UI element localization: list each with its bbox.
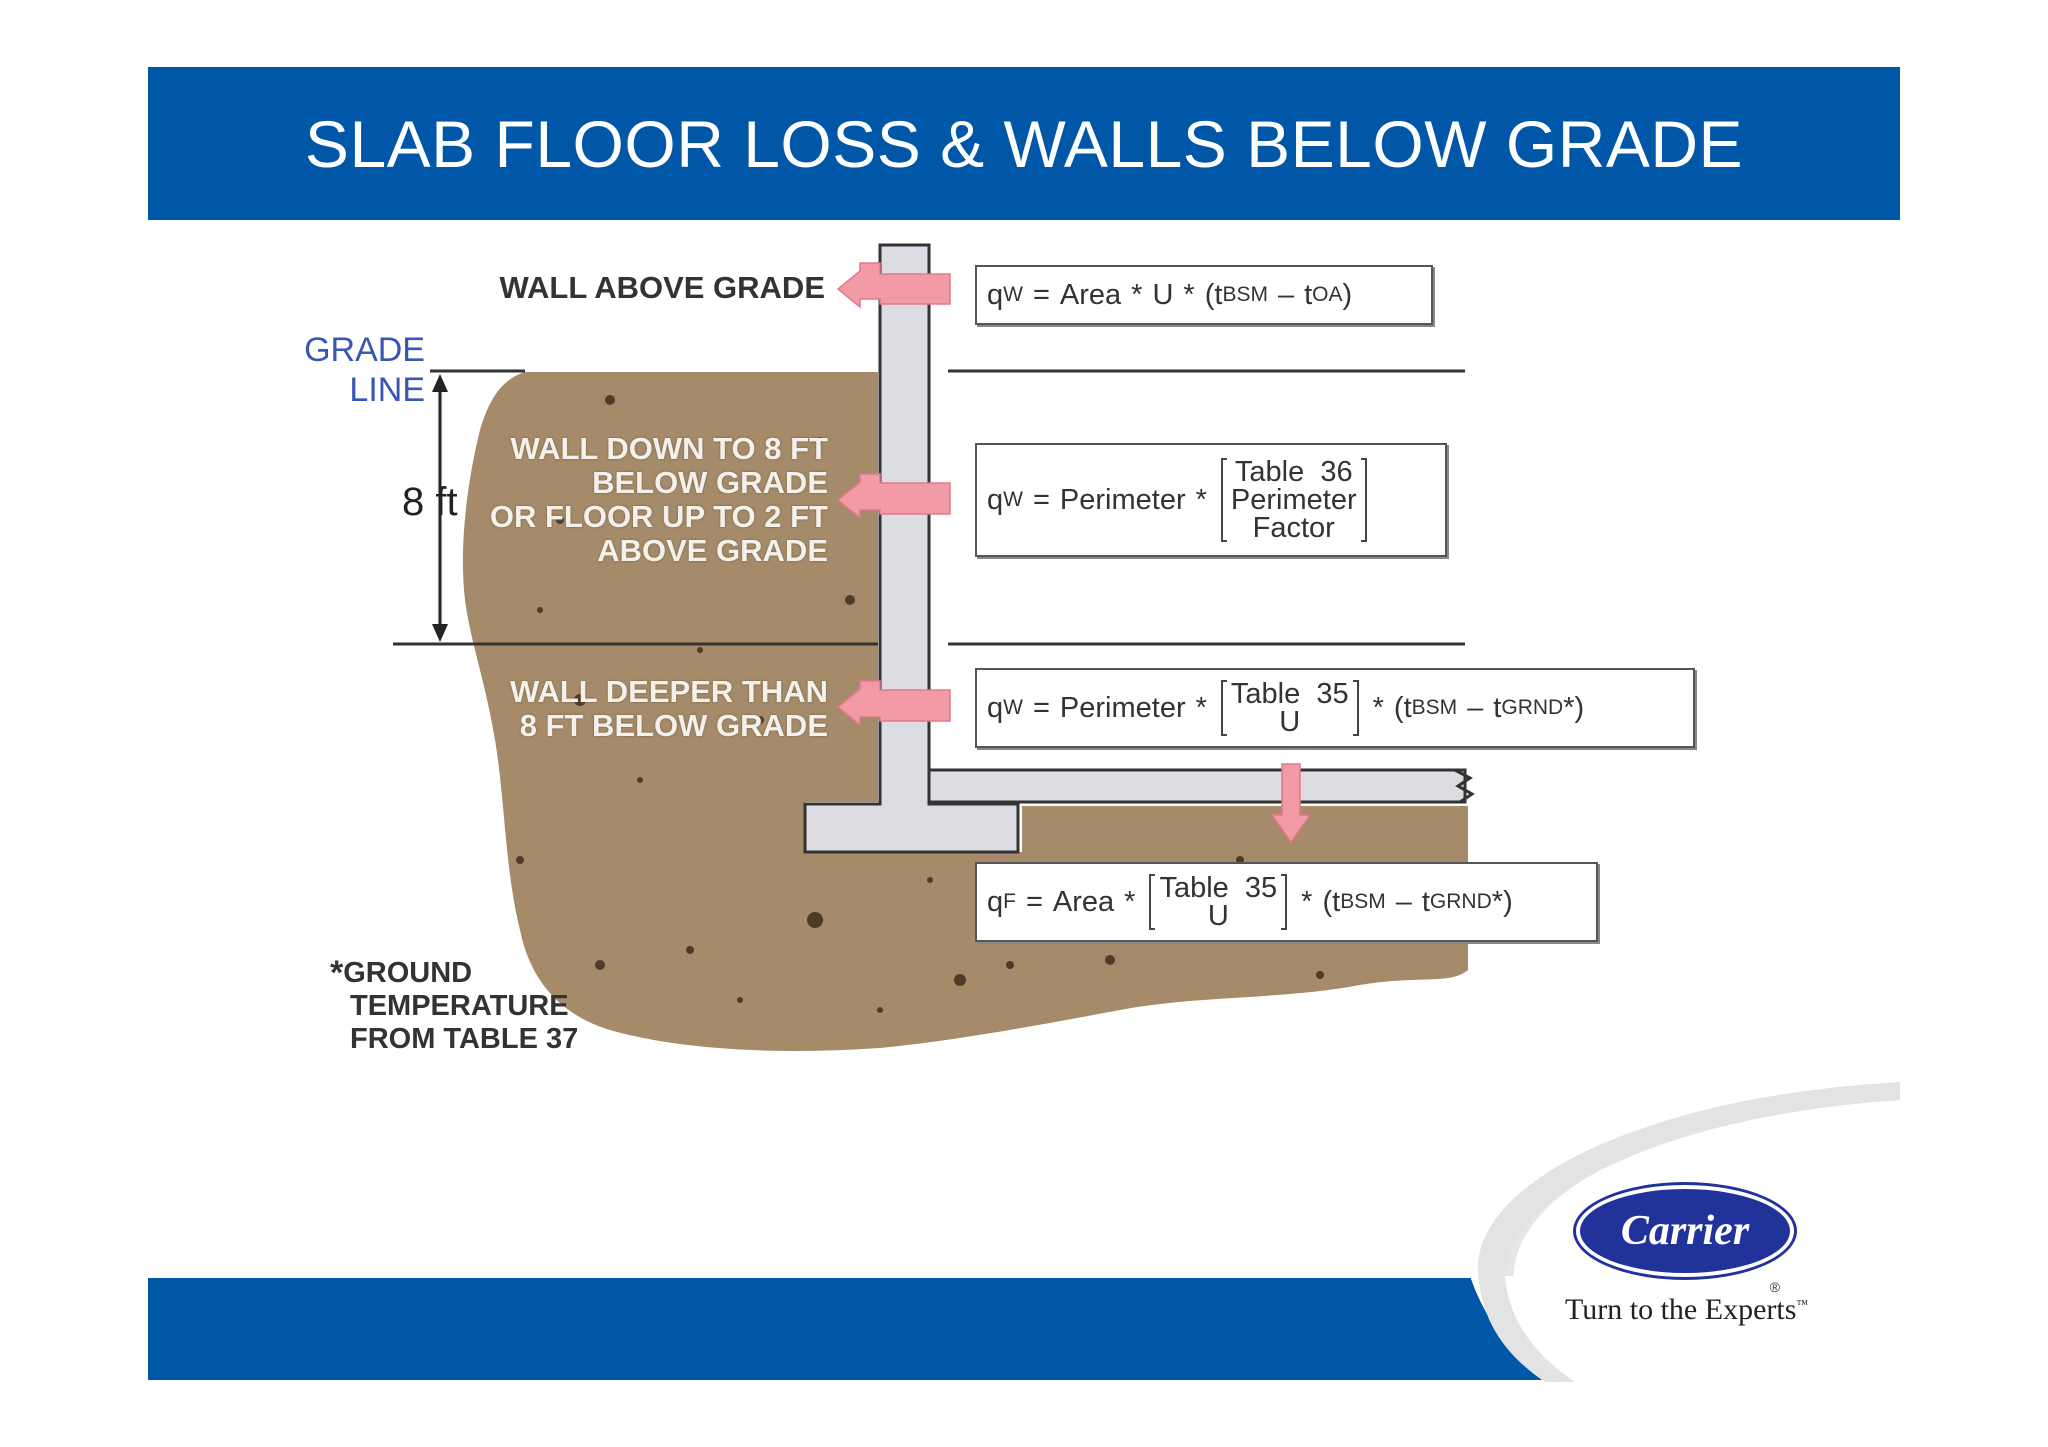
eq3-t-bsm: t — [1403, 691, 1412, 724]
eq3-mul-2: * — [1372, 691, 1384, 724]
eq4-t-grnd: t — [1421, 885, 1430, 918]
eq4-q: q — [987, 885, 1004, 918]
slab-break-line — [1454, 768, 1475, 804]
carrier-logo-text: Carrier — [1620, 1208, 1750, 1254]
label-wall-deeper: WALL DEEPER THAN 8 FT BELOW GRADE — [470, 675, 828, 743]
label-wall-deeper-line-2: 8 FT BELOW GRADE — [519, 708, 828, 743]
heat-arrow-floor — [1270, 763, 1312, 844]
eq3-u: U — [1279, 706, 1301, 738]
tagline: Turn to the Experts™ — [1565, 1293, 1809, 1327]
eq2-q: q — [987, 483, 1004, 516]
label-wall-down-line-2: BELOW GRADE — [592, 465, 828, 500]
eq4-open-paren: ( — [1322, 885, 1333, 918]
eq3-t-bsm-sub: BSM — [1411, 696, 1458, 719]
eq3-q: q — [987, 691, 1004, 724]
label-wall-down-line-1: WALL DOWN TO 8 FT — [510, 431, 828, 466]
eq4-table-35: Table 35 — [1159, 872, 1278, 904]
eq2-mul: * — [1195, 483, 1207, 516]
eq4-mul-2: * — [1301, 885, 1313, 918]
heat-arrow-wall-down — [836, 473, 951, 520]
eq1-close-paren: ) — [1342, 278, 1353, 311]
grade-line-label: GRADE LINE — [285, 330, 425, 410]
eq4-minus: – — [1395, 885, 1412, 918]
eq1-t-oa: t — [1304, 278, 1313, 311]
eq4-equals: = — [1025, 885, 1043, 918]
soil-speckles — [516, 395, 1423, 1013]
eq4-close-paren: ) — [1503, 885, 1513, 918]
eq3-close-paren: ) — [1574, 691, 1585, 724]
eq4-t-grnd-sub: GRND — [1429, 890, 1492, 913]
eq2-q-sub: W — [1003, 488, 1023, 511]
eq3-equals: = — [1032, 691, 1050, 724]
eq4-u: U — [1207, 900, 1229, 932]
eq3-mul-1: * — [1195, 691, 1207, 724]
dimension-arrow-top — [432, 374, 448, 392]
carrier-logo[interactable]: Carrier ® Turn to the Experts™ — [1565, 1182, 1809, 1327]
eq4-q-sub: F — [1003, 890, 1016, 913]
heat-arrow-wall-deeper — [836, 680, 951, 727]
footnote-star: * — [330, 954, 344, 992]
eq3-t-grnd-sub: GRND — [1501, 696, 1564, 719]
eq1-t-bsm: t — [1214, 278, 1223, 311]
label-wall-down-line-4: ABOVE GRADE — [597, 533, 828, 568]
ground-temperature-footnote: *GROUND TEMPERATURE FROM TABLE 37 — [330, 954, 579, 1056]
eq2-perimeter-factor-2: Factor — [1252, 512, 1335, 544]
eq1-minus: – — [1277, 278, 1295, 311]
eq1-open-paren: ( — [1204, 278, 1215, 311]
eq2-table-36-bracket: Table 36 Perimeter Factor — [1220, 456, 1367, 544]
eq3-perimeter: Perimeter — [1059, 691, 1186, 724]
eq3-t-grnd: t — [1493, 691, 1502, 724]
eq3-minus: – — [1467, 691, 1484, 724]
eq3-table-35-bracket: Table 35 U — [1220, 678, 1359, 738]
foundation-wall-and-footing — [803, 243, 1020, 854]
eq4-t-grnd-star: * — [1491, 885, 1504, 918]
eq1-t-oa-sub: OA — [1312, 283, 1343, 306]
label-wall-deeper-line-1: WALL DEEPER THAN — [509, 674, 828, 709]
footnote-line-2: TEMPERATURE — [350, 990, 569, 1022]
eq1-mul-2: * — [1183, 278, 1195, 311]
eq2-perimeter: Perimeter — [1059, 483, 1186, 516]
footnote-line-1: GROUND — [343, 957, 473, 989]
label-wall-above-grade-text: WALL ABOVE GRADE — [499, 270, 825, 305]
eq1-mul-1: * — [1131, 278, 1143, 311]
slide-title: SLAB FLOOR LOSS & WALLS BELOW GRADE — [304, 106, 1744, 181]
eq3-open-paren: ( — [1393, 691, 1404, 724]
slab — [927, 768, 1467, 804]
label-wall-above-grade: WALL ABOVE GRADE — [470, 271, 825, 305]
eq4-t-bsm: t — [1332, 885, 1341, 918]
title-bar: SLAB FLOOR LOSS & WALLS BELOW GRADE — [148, 67, 1900, 220]
tagline-trademark: ™ — [1796, 1297, 1809, 1311]
eq1-q-sub: W — [1003, 283, 1023, 306]
carrier-logo-oval: Carrier — [1573, 1182, 1797, 1280]
registered-mark: ® — [1769, 1279, 1780, 1295]
tagline-text: Turn to the Experts — [1565, 1293, 1797, 1326]
eq4-mul-1: * — [1124, 885, 1136, 918]
dimension-label: 8 ft — [402, 480, 458, 524]
eq2-perimeter-factor-1: Perimeter — [1230, 484, 1357, 516]
grade-line-label-word-2: LINE — [349, 371, 425, 409]
eq4-table-35-bracket: Table 35 U — [1149, 872, 1288, 932]
eq1-area: Area — [1059, 278, 1122, 311]
eq1-t-bsm-sub: BSM — [1222, 283, 1268, 306]
eq3-q-sub: W — [1003, 696, 1023, 719]
eq3-t-grnd-star: * — [1563, 691, 1575, 724]
eq2-table-36: Table 36 — [1234, 456, 1353, 488]
eq2-equals: = — [1032, 483, 1050, 516]
dimension-arrow-bottom — [432, 624, 448, 642]
grade-line-label-word-1: GRADE — [304, 331, 425, 369]
footnote-line-3: FROM TABLE 37 — [350, 1023, 579, 1055]
eq1-equals: = — [1032, 278, 1050, 311]
label-wall-down-to-8ft: WALL DOWN TO 8 FT BELOW GRADE OR FLOOR U… — [470, 432, 828, 568]
eq1-q: q — [987, 278, 1004, 311]
eq3-table-35: Table 35 — [1230, 678, 1349, 710]
eq1-u: U — [1152, 278, 1174, 311]
eq4-t-bsm-sub: BSM — [1340, 890, 1386, 913]
eq4-area: Area — [1052, 885, 1115, 918]
heat-arrow-wall-above — [836, 262, 951, 309]
label-wall-down-line-3: OR FLOOR UP TO 2 FT — [489, 499, 828, 534]
